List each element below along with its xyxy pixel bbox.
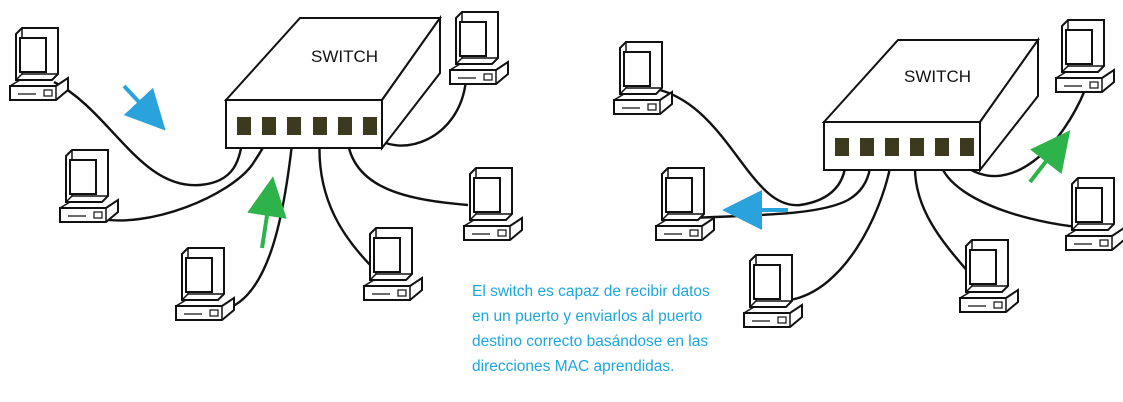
left-computer-bottom-right (363, 227, 423, 301)
right-switch: SWITCH (821, 36, 1040, 173)
right-computer-mid-left (655, 167, 715, 241)
right-computer-top-left (613, 41, 673, 115)
caption-line: destino correcto basándose en las (472, 333, 709, 350)
left-blue-arrow (122, 84, 166, 131)
right-computer-bottom-right (959, 239, 1019, 313)
right-switch-label: SWITCH (904, 67, 971, 86)
left-computer-bottom-left (175, 247, 235, 321)
caption: El switch es capaz de recibir datos en u… (472, 279, 762, 379)
caption-line: en un puerto y enviarlos al puerto (472, 308, 703, 325)
left-computer-top-left (9, 27, 69, 101)
right-green-arrow (1028, 130, 1071, 184)
left-computer-top-right (449, 11, 509, 85)
left-green-arrow (247, 176, 287, 249)
caption-line: El switch es capaz de recibir datos (472, 283, 710, 300)
right-computer-mid-right (1065, 177, 1123, 251)
right-computer-top-right (1055, 19, 1115, 93)
left-switch: SWITCH (223, 14, 442, 151)
left-computer-mid-right (463, 167, 523, 241)
right-switch-ports (835, 138, 974, 156)
left-switch-ports (237, 117, 377, 135)
left-network-diagram: SWITCH (9, 11, 523, 321)
left-computer-mid-left (59, 149, 119, 223)
right-network-diagram: SWITCH (613, 19, 1123, 328)
left-cables (53, 79, 469, 312)
left-switch-label: SWITCH (311, 47, 378, 66)
caption-line: direcciones MAC aprendidas. (472, 358, 675, 375)
